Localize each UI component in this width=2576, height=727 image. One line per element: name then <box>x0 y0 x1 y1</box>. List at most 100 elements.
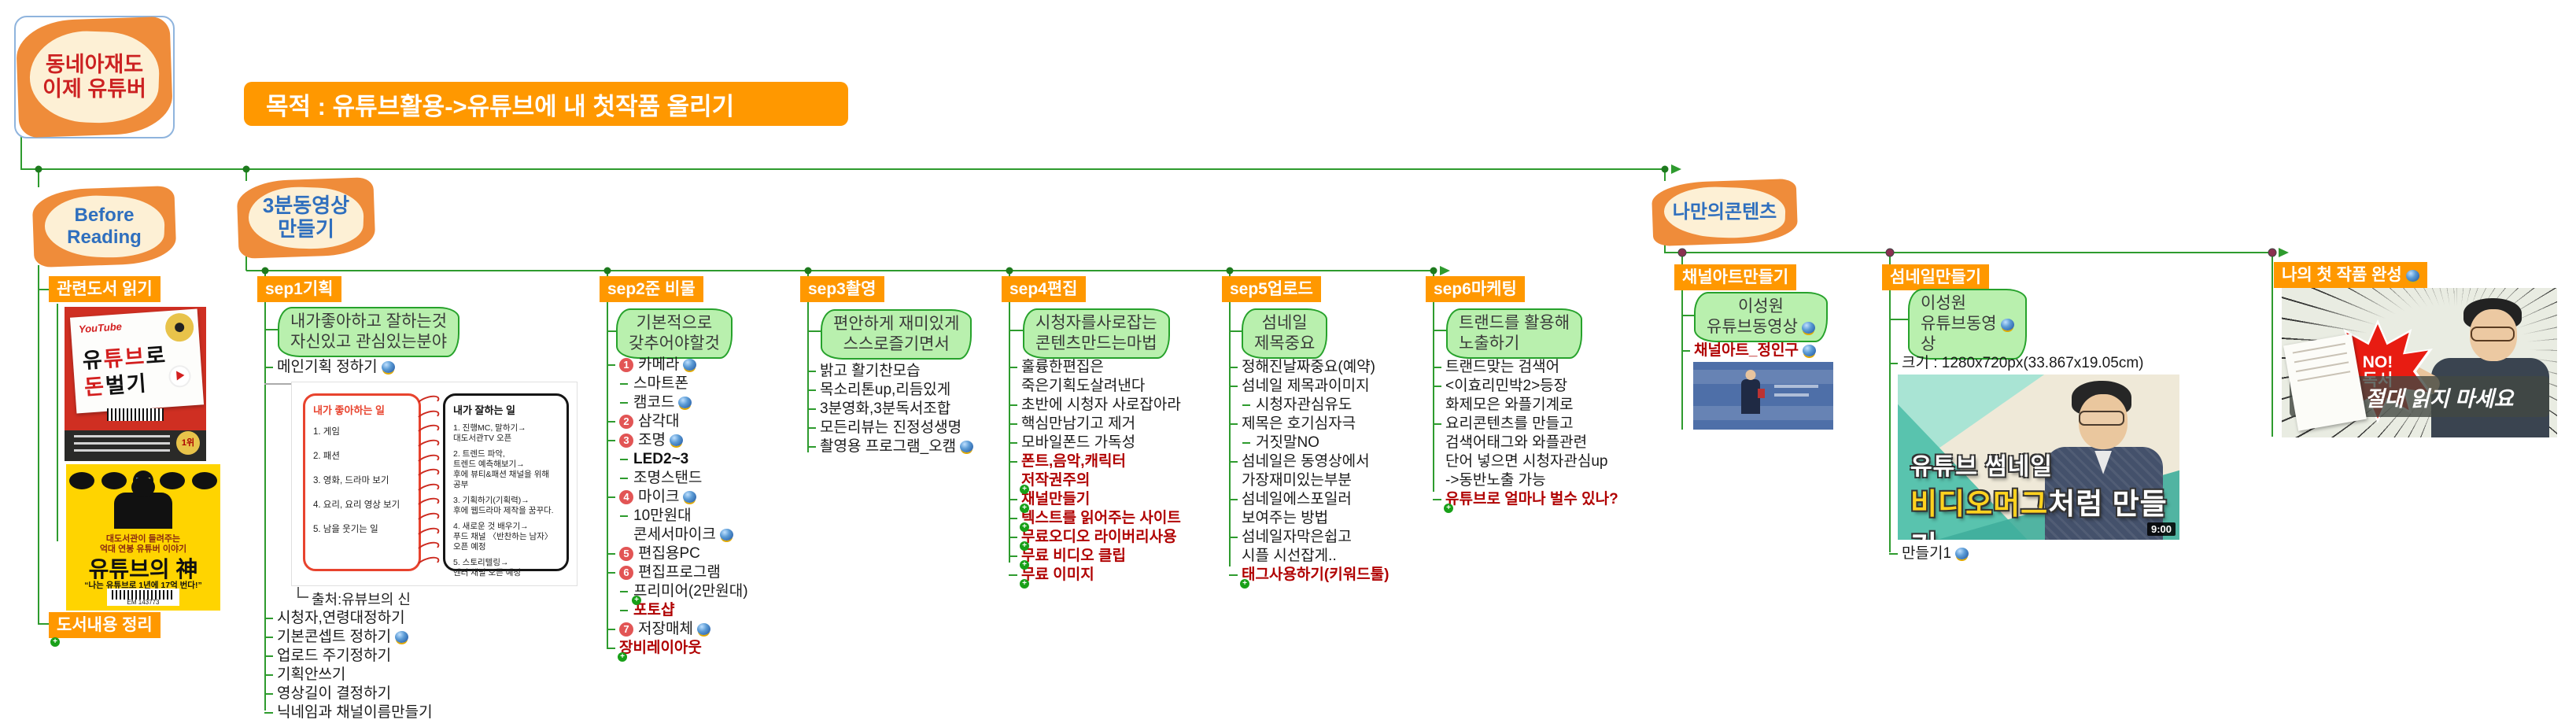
list-item: 무료 이미지+ <box>1009 566 1181 589</box>
badge-sep1[interactable]: sep1기획 <box>257 276 341 302</box>
sep3-thought-bubble: 편안하게 재미있게 스스로즐기면서 <box>821 309 972 360</box>
expand-plus-icon[interactable]: + <box>1444 504 1453 513</box>
branch-dot <box>2268 248 2277 257</box>
node-before-reading[interactable]: Before Reading <box>31 185 177 268</box>
thumbnail-image[interactable]: 유튜브 썸네일 비디오머그처럼 만들기 9:00 <box>1898 375 2179 540</box>
list-item: 섬네일은 동영상에서 <box>1229 452 1389 471</box>
expand-plus-icon[interactable]: + <box>1020 560 1029 570</box>
connector-tick <box>38 289 49 290</box>
list-item: 폰트,음악,캐릭터 <box>1009 452 1181 471</box>
skills-line: 후에 웹드라마 제작을 꿈꾸다. <box>453 506 554 515</box>
book2-subtitle2: 억대 연봉 유튜버 이야기 <box>99 544 187 554</box>
first-work-image[interactable]: NO! 독서 책!! 절대 읽지 마세요 <box>2282 288 2557 437</box>
sep4-item-list: 훌륭한편집은 죽은기획도살려낸다 초반에 시청자 사로잡아라 핵심만남기고 제거… <box>1009 358 1181 589</box>
image-decor <box>1693 406 1833 420</box>
skills-title: 내가 잘하는 일 <box>453 404 515 416</box>
list-item-continued: 보여주는 방법 <box>1242 510 1329 526</box>
badge-sep6[interactable]: sep6마케팅 <box>1426 276 1525 302</box>
badge-sep3[interactable]: sep3촬영 <box>800 276 884 302</box>
book-cover-youtube-money[interactable]: YouTube 유튜브로 돈벌기 1위 <box>65 307 206 461</box>
likes-title: 내가 좋아하는 일 <box>313 404 385 416</box>
expand-plus-icon[interactable]: + <box>1020 522 1029 532</box>
globe-link-icon[interactable] <box>678 397 692 408</box>
globe-link-icon[interactable] <box>1955 548 1969 559</box>
badge-related-books[interactable]: 관련도서 읽기 <box>49 276 161 302</box>
expand-plus-icon[interactable]: + <box>1020 541 1029 551</box>
globe-link-icon[interactable] <box>719 529 733 541</box>
list-item: 핵심만남기고 제거 <box>1009 415 1181 433</box>
list-item: 모바일폰드 가독성 <box>1009 434 1181 452</box>
channel-art-image[interactable] <box>1693 362 1833 430</box>
list-item: 스마트폰 <box>607 375 748 393</box>
node-label: 나만의콘텐츠 <box>1651 179 1799 245</box>
root-node[interactable]: 동네아재도 이제 유튜버 <box>14 16 175 138</box>
globe-link-icon[interactable] <box>1802 345 1816 356</box>
globe-link-icon[interactable] <box>381 361 395 373</box>
expand-plus-icon[interactable]: + <box>1020 504 1029 513</box>
book-cover-god-of-youtube[interactable]: 대도서관이 들려주는 억대 연봉 유튜버 이야기 유튜브의 神 “나는 유튜브로… <box>66 464 220 611</box>
globe-link-icon[interactable] <box>683 491 697 503</box>
bubble-line: 섬네일 <box>1261 314 1308 332</box>
expand-plus-icon[interactable]: + <box>618 652 627 662</box>
book1-barcode <box>107 408 164 422</box>
globe-link-icon[interactable] <box>395 631 409 643</box>
node-my-content[interactable]: 나만의콘텐츠 <box>1651 178 1799 247</box>
list-item: 시청자관심유도 <box>1229 396 1389 414</box>
number-badge: 6 <box>619 566 633 580</box>
globe-link-icon[interactable] <box>2405 270 2419 282</box>
thumbnail-title-line1: 유튜브 썸네일 <box>1910 454 2053 480</box>
list-item: 모든리뷰는 진정성생명 <box>807 419 973 437</box>
globe-link-icon[interactable] <box>960 441 974 452</box>
branch-dot <box>804 267 812 275</box>
badge-thumbnail[interactable]: 섬네일만들기 <box>1882 264 1989 290</box>
expand-plus-icon[interactable]: + <box>50 637 60 647</box>
likes-item: 2. 패션 <box>313 452 340 461</box>
globe-link-icon[interactable] <box>1801 322 1815 334</box>
badge-sep2[interactable]: sep2준 비물 <box>600 276 703 302</box>
video-duration-badge: 9:00 <box>2146 522 2176 536</box>
node-line: Reading <box>67 227 142 248</box>
list-item: 만들기1 <box>1889 544 1969 563</box>
list-item: 유튜브로 얼마나 벌수 있나?+ <box>1433 490 1618 513</box>
book1-rank-medal: 1위 <box>176 431 200 455</box>
sep1-compare-box[interactable]: 내가 좋아하는 일 1. 게임 2. 패션 3. 영화, 드라마 보기 4. 요… <box>291 382 578 586</box>
number-badge: 5 <box>619 547 633 561</box>
connector-line <box>20 134 22 170</box>
badge-sep4[interactable]: sep4편집 <box>1002 276 1086 302</box>
list-item: 태그사용하기(키워드툴)+ <box>1229 566 1389 589</box>
connector-tick <box>38 623 49 625</box>
expand-plus-icon[interactable]: + <box>1020 485 1029 494</box>
thumbnail-size-item: 크기 : 1280x720px(33.867x19.05cm) <box>1889 354 2143 373</box>
source-caption: 출처:유뷰브의 신 <box>312 592 411 607</box>
connector-tick <box>1433 330 1446 331</box>
bubble-line: 편안하게 재미있게 <box>833 315 960 333</box>
sep1-main-item: 메인기획 정하기 <box>264 358 395 377</box>
branch-arrow-icon <box>1671 164 1681 174</box>
branch-dot <box>1226 267 1234 275</box>
likes-item: 4. 요리, 요리 영상 보기 <box>313 500 400 510</box>
image-decor <box>1774 385 1819 389</box>
globe-link-icon[interactable] <box>696 623 710 635</box>
sep6-item-list: 트랜드맞는 검색어 <이효리민박2>등장 화제모은 와플기계로 요리콘텐츠를 만… <box>1433 358 1618 513</box>
expand-plus-icon[interactable]: + <box>1240 579 1249 589</box>
node-line: 나만의콘텐츠 <box>1672 201 1777 223</box>
badge-channel-art[interactable]: 채널아트만들기 <box>1674 264 1797 290</box>
list-item: 조명스탠드 <box>607 469 748 487</box>
sep1-thought-bubble: 내가좋아하고 잘하는것 자신있고 관심있는분야 <box>278 307 460 357</box>
globe-link-icon[interactable] <box>2000 319 2014 330</box>
globe-link-icon[interactable] <box>669 434 683 446</box>
expand-plus-icon[interactable]: + <box>632 596 641 605</box>
badge-sep5[interactable]: sep5업로드 <box>1222 276 1321 302</box>
connector-line <box>1009 270 1010 563</box>
globe-link-icon[interactable] <box>683 359 697 371</box>
badge-book-summary[interactable]: 도서내용 정리 <box>49 612 161 638</box>
sep6-thought-bubble: 트랜드를 활용해 노출하기 <box>1446 308 1583 359</box>
connector-tick <box>807 330 821 332</box>
node-3min-video[interactable]: 3분동영상 만들기 <box>236 176 376 260</box>
badge-first-work[interactable]: 나의 첫 작품 완성 <box>2274 262 2427 288</box>
bubble-line: 상 <box>1921 335 1936 353</box>
image-decor <box>1774 393 1810 397</box>
expand-plus-icon[interactable]: + <box>1020 579 1029 589</box>
